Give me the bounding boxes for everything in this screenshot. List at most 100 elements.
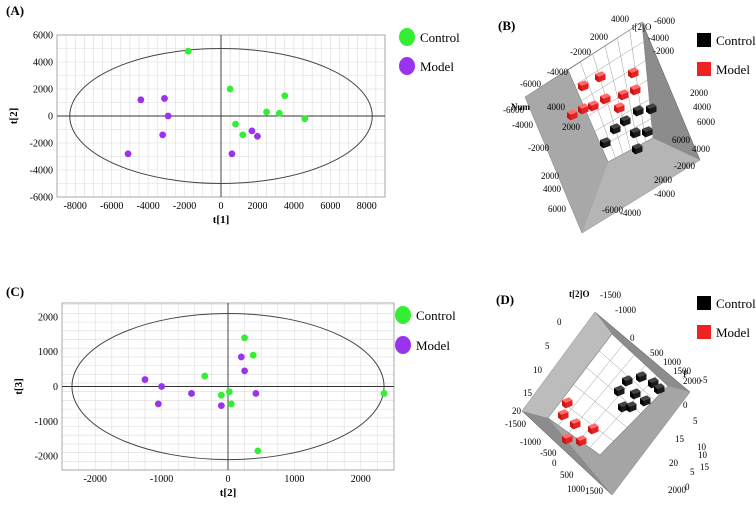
legend-marker-model-a bbox=[399, 57, 415, 75]
tick-label: 0 bbox=[630, 333, 635, 343]
y-axis-label-a: t[2] bbox=[8, 108, 20, 125]
tick-label: -2000 bbox=[570, 47, 591, 57]
legend-label-model-c: Model bbox=[416, 338, 450, 353]
data-cube-control bbox=[632, 143, 643, 155]
x-tick-label: 2000 bbox=[247, 201, 267, 212]
tick-label: 1500 bbox=[585, 486, 604, 496]
tick-label: -2000 bbox=[528, 143, 549, 153]
x-tick-label: -2000 bbox=[84, 474, 107, 485]
side-wall-bottom-d bbox=[548, 386, 690, 495]
data-point-model bbox=[137, 96, 145, 104]
data-point-model bbox=[254, 132, 261, 140]
x-tick-label: -2000 bbox=[173, 201, 196, 212]
tick-label: 2000 bbox=[590, 32, 609, 42]
tick-label: 0 bbox=[552, 458, 557, 468]
data-cube-control bbox=[640, 395, 651, 407]
axis-label-d-1: t[2]O bbox=[569, 289, 590, 299]
tick-label: -4000 bbox=[648, 33, 669, 43]
grid-line bbox=[560, 401, 614, 442]
x-tick-label: 8000 bbox=[357, 201, 377, 212]
y-tick-label: -6000 bbox=[30, 193, 53, 204]
tick-label: -1500 bbox=[600, 290, 621, 300]
data-cube-model bbox=[588, 423, 599, 435]
data-point-model bbox=[141, 376, 149, 383]
grid-line bbox=[558, 344, 624, 426]
legend-b: Control Model bbox=[697, 33, 756, 77]
data-point-model bbox=[241, 367, 249, 375]
data-point-control bbox=[201, 372, 209, 380]
tick-labels-d: -1500-10000500100015002000-5051015051015… bbox=[505, 290, 710, 496]
data-point-control bbox=[226, 85, 234, 93]
legend-label-model-d: Model bbox=[716, 325, 750, 340]
legend-label-control-b: Control bbox=[716, 33, 756, 48]
data-cube-model bbox=[588, 100, 599, 112]
x-tick-label: 6000 bbox=[320, 201, 340, 212]
data-cube-control bbox=[630, 127, 641, 139]
tick-label: 0 bbox=[683, 400, 688, 410]
data-cubes-b bbox=[567, 67, 657, 155]
data-point-model bbox=[154, 400, 162, 408]
y-tick-label: -1000 bbox=[35, 417, 58, 428]
x-tick-label: -4000 bbox=[136, 201, 159, 212]
side-wall-left-b bbox=[525, 70, 608, 233]
tick-label: 20 bbox=[669, 458, 679, 468]
y-tick-label: 2000 bbox=[33, 85, 53, 96]
zero-axes-a bbox=[57, 35, 385, 197]
tick-label: 6000 bbox=[548, 204, 567, 214]
panel-label-d: (D) bbox=[496, 292, 514, 307]
tick-label: 20 bbox=[512, 406, 522, 416]
y-tick-label: -2000 bbox=[35, 452, 58, 463]
data-point-control bbox=[225, 388, 233, 396]
scatter3d-plot-b: 40002000-2000-4000-600040002000-6000-400… bbox=[503, 14, 716, 234]
data-cube-model bbox=[576, 435, 587, 447]
data-point-control bbox=[275, 109, 283, 117]
y-tick-label: 6000 bbox=[33, 31, 53, 42]
tick-label: -4000 bbox=[654, 189, 675, 199]
data-cube-model bbox=[578, 80, 589, 92]
tick-label: -6000 bbox=[654, 16, 675, 26]
tick-label: 4000 bbox=[543, 184, 562, 194]
data-point-model bbox=[248, 127, 256, 135]
data-point-model bbox=[228, 150, 236, 158]
tick-label: -4000 bbox=[620, 208, 641, 218]
panel-label-a: (A) bbox=[6, 3, 24, 18]
legend-c: Control Model bbox=[395, 306, 456, 354]
data-point-model bbox=[188, 390, 195, 397]
tick-label: -1000 bbox=[520, 437, 541, 447]
x-axis-label-c: t[2] bbox=[220, 487, 237, 499]
x-tick-label: 1000 bbox=[284, 474, 304, 485]
tick-label: 4000 bbox=[611, 14, 630, 24]
data-points-c bbox=[141, 334, 388, 455]
data-cube-control bbox=[622, 375, 633, 387]
legend-marker-model-d bbox=[697, 325, 711, 339]
axis-label-d-2: P bbox=[683, 369, 688, 379]
data-cube-model bbox=[595, 71, 606, 83]
data-point-control bbox=[380, 390, 388, 397]
data-point-control bbox=[239, 131, 247, 139]
tick-label: 2000 bbox=[683, 376, 702, 386]
tick-label: 2000 bbox=[668, 485, 687, 495]
data-point-model bbox=[159, 131, 167, 139]
data-point-model bbox=[237, 353, 245, 361]
tick-label: 2000 bbox=[690, 88, 709, 98]
tick-label: -4000 bbox=[547, 67, 568, 77]
data-point-control bbox=[263, 108, 270, 116]
grid-line bbox=[547, 333, 613, 419]
x-tick-label: -8000 bbox=[64, 201, 87, 212]
tick-label: 2000 bbox=[562, 122, 581, 132]
legend-marker-control-b bbox=[697, 33, 711, 47]
data-point-model bbox=[158, 383, 166, 390]
grid-line bbox=[547, 417, 601, 456]
data-cube-model bbox=[567, 109, 578, 121]
legend-marker-model-b bbox=[697, 62, 711, 76]
y-tick-label: 4000 bbox=[33, 58, 53, 69]
y-tick-label: 0 bbox=[53, 382, 58, 393]
tick-label: -6000 bbox=[602, 205, 623, 215]
data-cube-control bbox=[636, 371, 647, 383]
tick-label: 6000 bbox=[672, 135, 691, 145]
scatter3d-plot-d: -1500-10000500100015002000-5051015051015… bbox=[505, 289, 710, 496]
